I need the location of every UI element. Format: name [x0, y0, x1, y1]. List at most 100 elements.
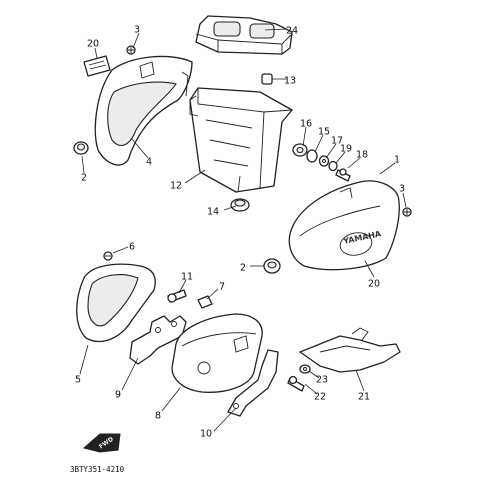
callout-number: 4: [146, 157, 152, 168]
part-21-bracket: [299, 327, 401, 373]
callout-c2a: 2: [81, 155, 87, 184]
callout-leader-line: [178, 279, 187, 294]
callout-c24: 24: [264, 26, 298, 37]
part-7-nut: [197, 295, 213, 309]
callout-number: 3: [134, 25, 140, 36]
callout-leader-line: [132, 32, 140, 49]
callout-number: 24: [286, 26, 298, 37]
callout-leader-line: [131, 138, 149, 159]
part-3-screw-right: [402, 207, 412, 217]
callout-c1: 1: [379, 155, 400, 175]
callout-number: 1: [394, 155, 400, 166]
callout-c16: 16: [300, 119, 312, 147]
callout-leader-line: [184, 169, 206, 184]
callout-number: 20: [368, 279, 380, 290]
callout-c18: 18: [347, 150, 368, 169]
callout-c2b: 2: [240, 263, 264, 274]
callout-c15: 15: [314, 127, 330, 153]
callout-number: 9: [115, 390, 121, 401]
part-3-screw-top: [126, 45, 136, 55]
part-14-damper: [230, 198, 250, 212]
callout-number: 23: [316, 375, 328, 386]
part-24-battery-pad: [195, 15, 293, 55]
callout-leader-line: [347, 157, 361, 169]
callout-number: 21: [358, 392, 370, 403]
part-2-grommet-right: [263, 258, 281, 274]
callout-number: 2: [81, 173, 87, 184]
part-15-collar: [306, 149, 318, 163]
part-12-battery-box: [189, 87, 293, 193]
part-1-right-side-cover: YAMAHA: [288, 180, 400, 271]
callout-leader-line: [314, 134, 324, 153]
part-20-emblem: [339, 232, 373, 256]
part-8-toolbox-case: [171, 313, 263, 393]
callout-leader-line: [302, 126, 307, 147]
callout-c8: 8: [155, 387, 181, 422]
callout-c17: 17: [325, 136, 343, 159]
callout-number: 11: [181, 272, 193, 283]
callout-number: 17: [331, 136, 343, 147]
callout-c5: 5: [75, 344, 89, 386]
callout-c6: 6: [112, 242, 135, 254]
callout-number: 2: [240, 263, 246, 274]
callout-leader-line: [121, 357, 139, 391]
fwd-arrow-icon: FWD: [82, 433, 121, 453]
callout-number: 13: [284, 76, 296, 87]
part-20-label-sticker: [83, 55, 111, 77]
callout-number: 18: [356, 150, 368, 161]
callout-leader-line: [304, 383, 318, 395]
part-22-bolt: [287, 375, 305, 392]
callout-leader-line: [94, 47, 98, 59]
callout-leader-line: [335, 151, 346, 164]
callout-leader-line: [402, 192, 407, 208]
callout-c3b: 3: [399, 184, 407, 208]
part-4-left-side-cover: [94, 55, 193, 166]
callout-number: 20: [87, 39, 99, 50]
callout-leader-line: [355, 369, 365, 392]
callout-c7: 7: [206, 282, 225, 300]
callout-leader-line: [223, 205, 237, 211]
callout-leader-line: [325, 143, 337, 159]
callout-c20a: 20: [87, 39, 99, 59]
callout-leader-line: [81, 155, 85, 174]
callout-c14: 14: [207, 205, 237, 218]
callout-c22: 22: [304, 383, 326, 403]
callout-leader-line: [79, 344, 89, 375]
part-6-screw: [103, 251, 113, 261]
callout-number: 19: [340, 144, 352, 155]
callout-c23: 23: [308, 370, 328, 386]
part-5-toolbox-lid: [76, 263, 156, 343]
callout-number: 22: [314, 392, 326, 403]
callout-number: 15: [318, 127, 330, 138]
part-16-grommet: [292, 143, 308, 157]
part-19-washer: [328, 160, 338, 172]
part-9-bracket: [129, 315, 187, 365]
callout-number: 8: [155, 411, 161, 422]
callout-number: 6: [129, 242, 135, 253]
part-11-bolt: [167, 289, 187, 303]
callout-number: 3: [399, 184, 405, 195]
callout-c9: 9: [115, 357, 139, 401]
callout-number: 10: [200, 429, 212, 440]
callout-number: 12: [170, 181, 182, 192]
callout-leader-line: [364, 260, 375, 278]
part-23-washer: [299, 364, 311, 374]
callout-leader-line: [112, 246, 129, 254]
part-13-band-clip: [261, 73, 273, 85]
callout-number: 7: [219, 282, 225, 293]
callout-number: 14: [207, 207, 219, 218]
callout-leader-line: [308, 370, 320, 379]
callout-c13: 13: [272, 76, 296, 87]
part-18-bolt: [335, 168, 351, 182]
callout-c12: 12: [170, 169, 206, 192]
callout-c10: 10: [200, 407, 237, 440]
callout-number: 5: [75, 375, 81, 386]
callout-leader-line: [161, 387, 181, 412]
callout-leader-line: [213, 407, 237, 432]
callout-leader-line: [264, 28, 288, 31]
callout-number: 16: [300, 119, 312, 130]
callout-c11: 11: [178, 272, 193, 294]
callout-c20b: 20: [364, 260, 380, 290]
